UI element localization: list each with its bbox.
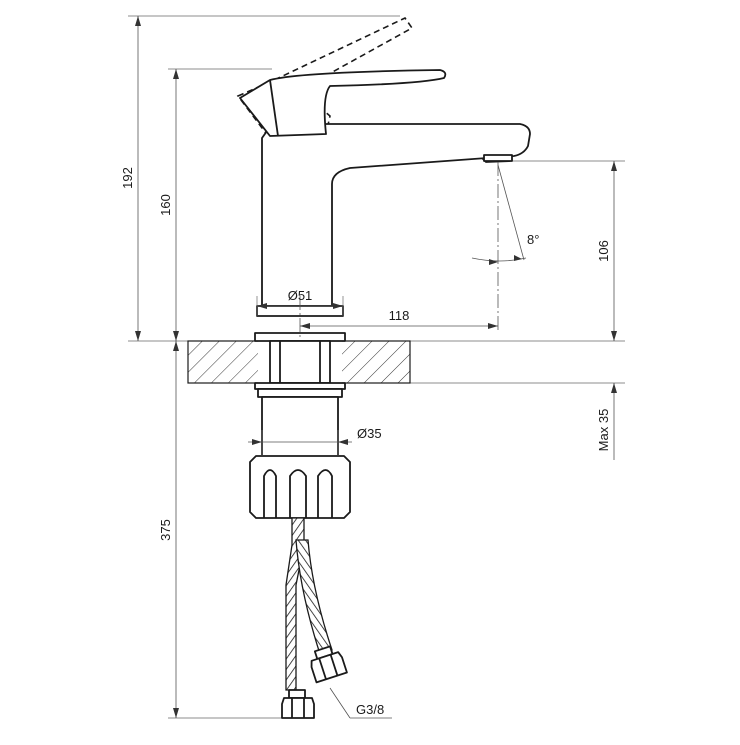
dim-thread: G3/8 bbox=[356, 702, 384, 717]
dim-outlet-height: 106 bbox=[596, 240, 611, 262]
dim-max-deck: Max 35 bbox=[596, 409, 611, 452]
dimensions: 192 160 106 Max 35 375 Ø51 118 8° bbox=[120, 16, 617, 719]
hose-nut-left bbox=[281, 697, 315, 719]
spray-angle-line bbox=[497, 164, 525, 261]
aerator-tip bbox=[483, 154, 513, 162]
dim-body-height: 160 bbox=[158, 194, 173, 216]
dim-spout-angle: 8° bbox=[527, 232, 539, 247]
lever-handle bbox=[239, 69, 447, 137]
dim-shank-diameter: Ø35 bbox=[357, 426, 382, 441]
hose-nut-right bbox=[310, 651, 348, 684]
threaded-shank bbox=[269, 340, 331, 384]
dim-overall-height: 192 bbox=[120, 167, 135, 189]
mounting-nut bbox=[249, 455, 351, 519]
dim-spout-reach: 118 bbox=[389, 308, 410, 323]
under-plate bbox=[257, 388, 343, 398]
supply-hoses bbox=[281, 517, 348, 719]
handle-joint bbox=[269, 79, 279, 137]
dim-base-diameter: Ø51 bbox=[288, 288, 313, 303]
hose-right bbox=[295, 539, 333, 655]
spout-body bbox=[261, 123, 531, 307]
mounting-shank bbox=[261, 396, 339, 458]
faucet bbox=[236, 16, 531, 519]
dim-hose-length: 375 bbox=[158, 519, 173, 541]
centre-lines bbox=[299, 162, 525, 340]
